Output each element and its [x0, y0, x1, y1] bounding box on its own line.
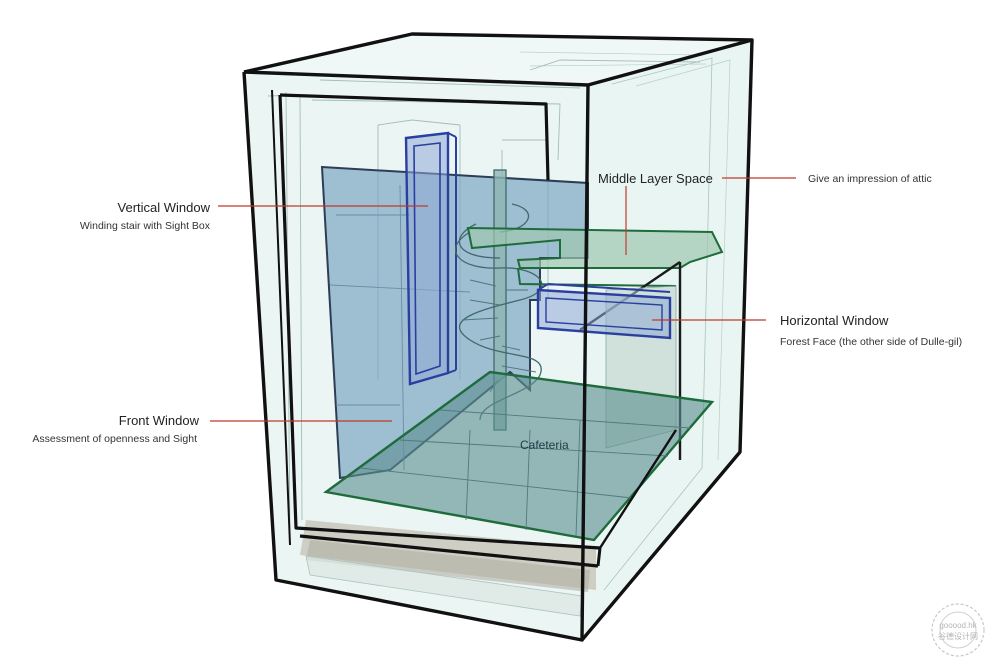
top-ghost-line — [519, 51, 701, 56]
vertical-window-box — [404, 131, 457, 386]
watermark-subtext: 谷德设计网 — [938, 631, 978, 641]
right-face-ghost-lines-2 — [635, 59, 731, 461]
horizontal-window-box — [536, 283, 672, 340]
horizontal-window-title: Horizontal Window — [780, 313, 889, 328]
watermark-text: gooood.hk — [939, 621, 977, 630]
watermark-logo: gooood.hk 谷德设计网 — [931, 603, 985, 657]
inner-frame-left-2 — [271, 89, 291, 546]
cafeteria-floor — [323, 370, 715, 542]
vertical-window-subtitle: Winding stair with Sight Box — [80, 220, 211, 232]
inner-frame-left — [278, 94, 601, 550]
top-ghost-line-2 — [529, 63, 707, 67]
horizontal-window-subtitle: Forest Face (the other side of Dulle-gil… — [780, 336, 962, 348]
inner-frame-right-bottom — [598, 429, 678, 549]
annotations: Vertical Window Winding stair with Sight… — [32, 171, 962, 452]
inner-frame-corner — [596, 547, 602, 567]
outer-front-edges — [242, 71, 590, 642]
cafeteria-label: Cafeteria — [520, 438, 569, 452]
right-face-ghost-lines — [603, 57, 713, 591]
middle-layer-title: Middle Layer Space — [598, 171, 713, 186]
vertical-window-title: Vertical Window — [118, 200, 211, 215]
outer-right-edges — [580, 39, 754, 642]
inner-frame-bottom — [299, 534, 599, 568]
cafeteria-grid — [359, 409, 691, 537]
inner-frame-top — [279, 93, 550, 181]
middle-layer-subtitle: Give an impression of attic — [808, 173, 932, 185]
bold-frames — [242, 32, 754, 642]
front-window-subtitle: Assessment of openness and Sight — [32, 433, 197, 445]
annotation-leaders — [210, 177, 796, 422]
base-shadow — [300, 520, 596, 617]
front-window-title: Front Window — [119, 413, 200, 428]
